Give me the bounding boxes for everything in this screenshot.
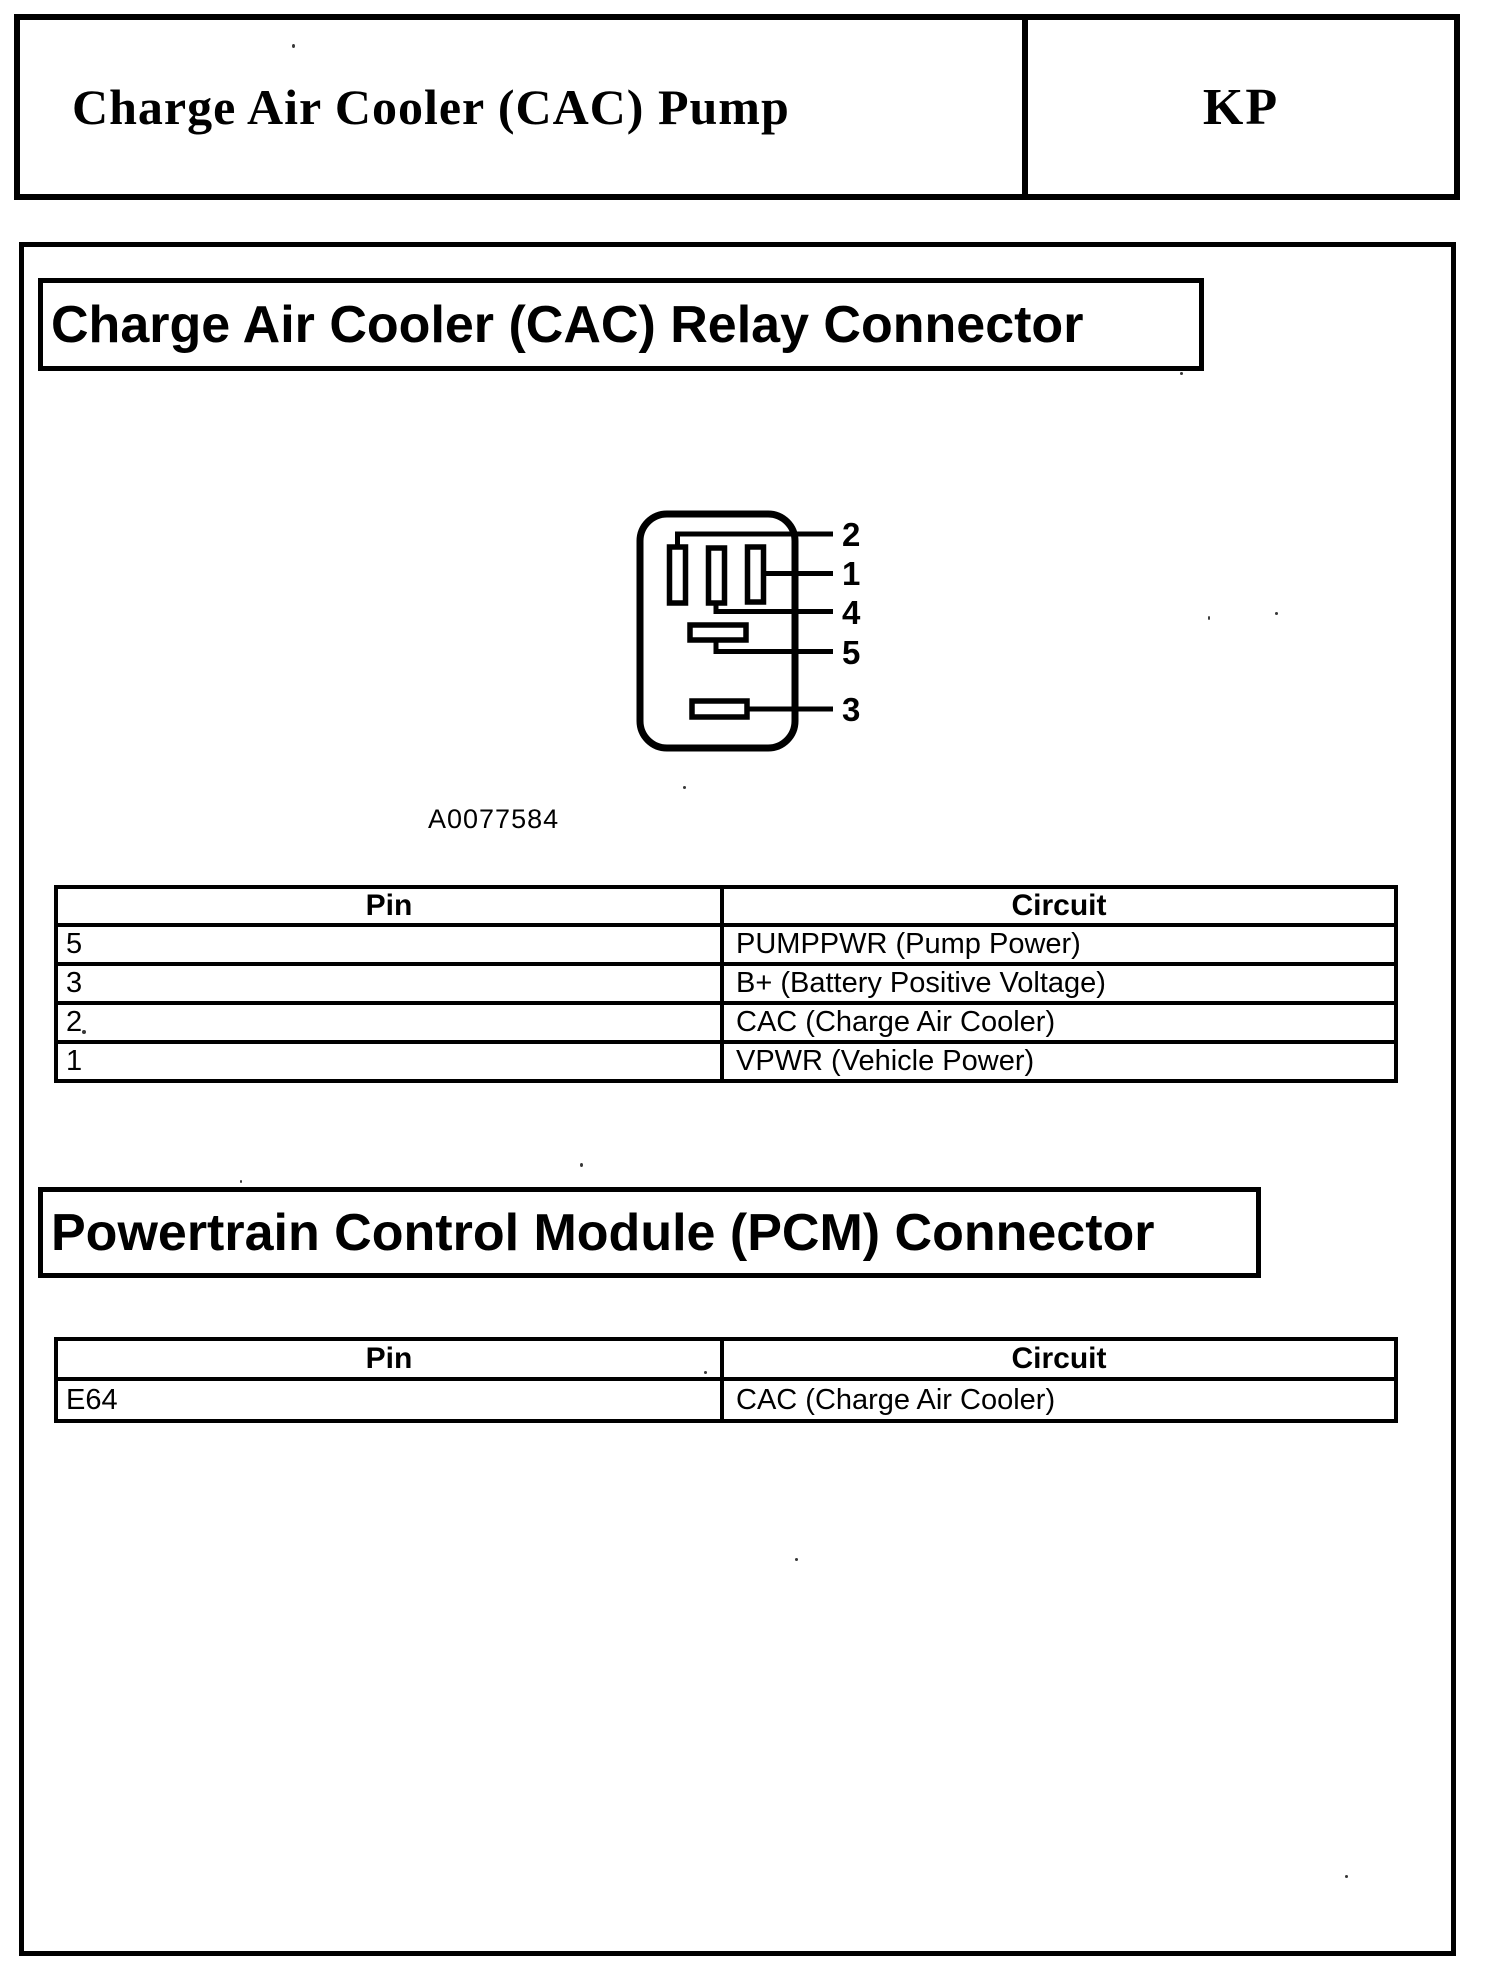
pin-callout-2: 2 (842, 516, 860, 553)
circuit-cell: B+ (Battery Positive Voltage) (736, 967, 1106, 999)
table-row: 2 CAC (Charge Air Cooler) (58, 1001, 1394, 1040)
pin-slot-5 (687, 622, 749, 643)
pin-callout-1: 1 (842, 555, 860, 592)
scan-artifact-dot (704, 1371, 707, 1374)
page-header-code-cell: KP (1028, 20, 1454, 194)
pin-slot-1 (744, 544, 767, 605)
scan-artifact-dot (1345, 1875, 1348, 1878)
pcm-section-title: Powertrain Control Module (PCM) Connecto… (51, 1203, 1155, 1262)
page-header-title-cell: Charge Air Cooler (CAC) Pump (20, 20, 1022, 194)
pin-callout-4: 4 (842, 594, 861, 631)
figure-id-label: A0077584 (428, 804, 560, 834)
table-row: 1 VPWR (Vehicle Power) (58, 1040, 1394, 1079)
circuit-column-header: Circuit (1011, 889, 1107, 922)
scan-artifact-dot (795, 1558, 798, 1561)
pin-cell: E64 (58, 1381, 724, 1419)
scan-artifact-dot (240, 1180, 242, 1183)
scan-artifact-dot (683, 786, 686, 789)
pin-slot-3 (689, 698, 750, 720)
page-title: Charge Air Cooler (CAC) Pump (72, 79, 790, 135)
table-header-row: Pin Circuit (58, 1341, 1394, 1377)
circuit-cell: PUMPPWR (Pump Power) (736, 928, 1081, 960)
scan-artifact-dot (1275, 612, 1278, 615)
circuit-cell: CAC (Charge Air Cooler) (736, 1006, 1056, 1038)
relay-connector-outline (636, 510, 799, 752)
header-divider (1022, 20, 1028, 194)
pin-4-leader-line (713, 600, 833, 614)
table-row: 3 B+ (Battery Positive Voltage) (58, 962, 1394, 1001)
content-frame (19, 242, 1456, 1956)
relay-pin-table: Pin Circuit 5 PUMPPWR (Pump Power) 3 B+ … (54, 885, 1398, 1083)
pin-column-header: Pin (58, 889, 724, 923)
pcm-section-title-box: Powertrain Control Module (PCM) Connecto… (38, 1187, 1261, 1278)
relay-connector-diagram: 2 1 4 5 3 (636, 510, 861, 752)
pin-cell: 2 (58, 1005, 724, 1040)
table-row: 5 PUMPPWR (Pump Power) (58, 923, 1394, 962)
pin-callout-5: 5 (842, 634, 860, 671)
table-header-row: Pin Circuit (58, 889, 1394, 923)
pcm-pin-table: Pin Circuit E64 CAC (Charge Air Cooler) (54, 1337, 1398, 1423)
pin-slot-middle (705, 545, 728, 606)
scan-artifact-dot (1208, 616, 1210, 620)
circuit-column-header: Circuit (1011, 1342, 1107, 1375)
scan-artifact-dot (1180, 372, 1183, 375)
scan-artifact-dot (580, 1163, 583, 1167)
pin-cell: 5 (58, 927, 724, 962)
section-code: KP (1202, 78, 1280, 136)
scan-artifact-dot (292, 44, 295, 48)
relay-section-title: Charge Air Cooler (CAC) Relay Connector (51, 295, 1084, 354)
pin-column-header: Pin (58, 1341, 724, 1377)
pin-cell: 3 (58, 966, 724, 1001)
pin-cell: 1 (58, 1044, 724, 1079)
page-header: Charge Air Cooler (CAC) Pump KP (14, 14, 1460, 200)
pin-slot-2 (666, 544, 689, 606)
pin-callout-3: 3 (842, 691, 860, 728)
table-row: E64 CAC (Charge Air Cooler) (58, 1377, 1394, 1419)
scan-artifact-dot (82, 1030, 86, 1034)
circuit-cell: VPWR (Vehicle Power) (736, 1045, 1035, 1077)
relay-section-title-box: Charge Air Cooler (CAC) Relay Connector (38, 278, 1204, 371)
circuit-cell: CAC (Charge Air Cooler) (736, 1383, 1056, 1416)
